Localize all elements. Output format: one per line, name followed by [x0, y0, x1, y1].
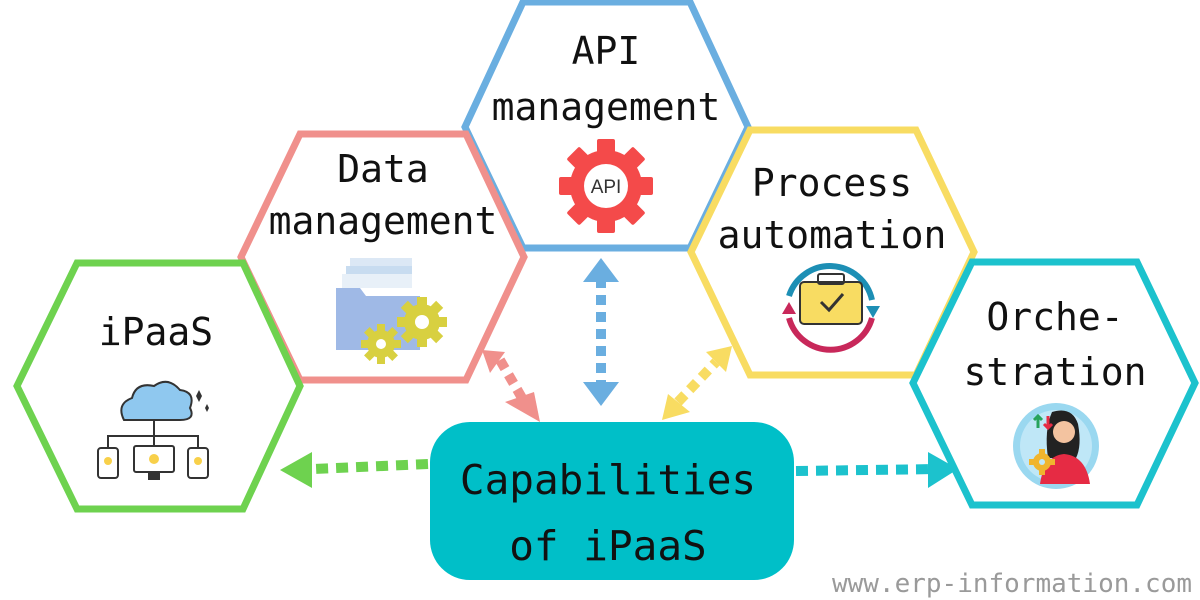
hex-orch-outline — [909, 258, 1199, 509]
arrow-to-orchestration — [795, 452, 958, 488]
hex-orch-line1: Orche- — [986, 295, 1123, 339]
hex-data-management: Data management — [237, 130, 528, 384]
cloud-network-icon — [97, 380, 209, 480]
arrow-to-ipaas — [280, 452, 429, 488]
hex-api-line2: management — [492, 85, 721, 129]
briefcase-cycle-icon — [782, 263, 880, 353]
hex-process-line2: automation — [718, 213, 947, 257]
hex-data-line1: Data — [337, 147, 429, 191]
hex-orch-line2: stration — [963, 350, 1146, 394]
hex-data-line2: management — [269, 199, 498, 243]
hex-ipaas: iPaaS — [13, 259, 304, 513]
person-orchestration-icon — [1013, 403, 1099, 489]
center-line1: Capabilities — [460, 456, 756, 504]
watermark: www.erp-information.com — [832, 569, 1192, 599]
api-badge-text: API — [591, 177, 622, 198]
center-box — [430, 422, 794, 580]
api-gear-icon: API — [559, 139, 653, 233]
arrow-to-data — [482, 350, 540, 422]
center-capabilities: Capabilities of iPaaS — [430, 422, 794, 580]
hex-ipaas-line1: iPaaS — [99, 310, 213, 354]
hex-process-outline — [687, 126, 978, 379]
arrow-to-api — [583, 258, 619, 406]
hex-process-line1: Process — [752, 161, 912, 205]
hex-api-management: API management API — [461, 0, 752, 252]
hex-process-automation: Process automation — [687, 126, 978, 379]
arrow-to-process — [662, 346, 732, 420]
hex-orchestration: Orche- stration — [909, 258, 1199, 509]
center-line2: of iPaaS — [509, 522, 706, 570]
hex-api-line1: API — [572, 29, 641, 73]
folder-gears-icon — [336, 258, 447, 364]
